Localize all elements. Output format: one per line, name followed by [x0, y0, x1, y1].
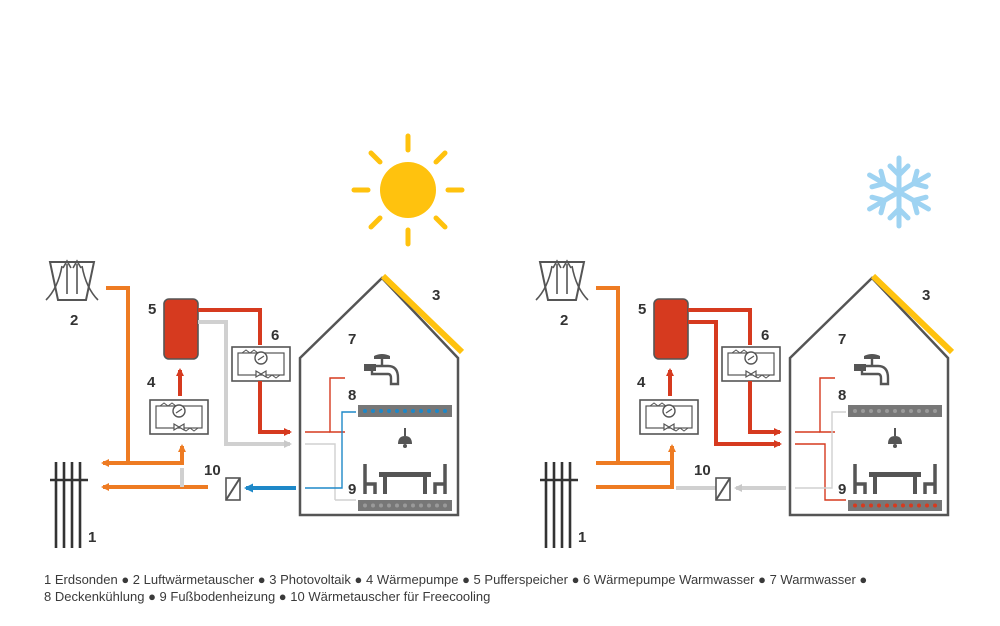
ground-probes-icon [538, 460, 580, 550]
ceiling-cooling-dots [363, 409, 447, 413]
dining-table-icon [853, 462, 937, 496]
label-8: 8 [348, 387, 356, 404]
label-2: 2 [560, 312, 568, 329]
ceiling-cooling-panel [358, 405, 452, 417]
buffer-tank [653, 298, 689, 360]
ground-probes-icon [48, 460, 90, 550]
heat-pump-icon [639, 399, 699, 435]
label-9: 9 [348, 481, 356, 498]
label-6: 6 [761, 327, 769, 344]
legend: 1 Erdsonden ● 2 Luftwärmetauscher ● 3 Ph… [44, 571, 974, 605]
legend-line-1: 1 Erdsonden ● 2 Luftwärmetauscher ● 3 Ph… [44, 572, 868, 587]
label-3: 3 [922, 287, 930, 304]
legend-line-2: 8 Deckenkühlung ● 9 Fußbodenheizung ● 10… [44, 589, 491, 604]
label-10: 10 [694, 462, 711, 479]
pv-panel [380, 273, 465, 355]
air-heat-exchanger-icon [45, 260, 99, 301]
snowflake-icon [867, 155, 931, 229]
ceiling-cooling-panel [848, 405, 942, 417]
freecooling-exchanger-icon [715, 477, 731, 501]
house-outline [788, 276, 950, 517]
lamp-icon [887, 427, 903, 449]
pv-panel [870, 273, 955, 355]
dining-table-icon [363, 462, 447, 496]
label-5: 5 [638, 301, 646, 318]
label-9: 9 [838, 481, 846, 498]
sun-icon [351, 133, 465, 247]
lamp-icon [397, 427, 413, 449]
hot-water-tap-icon [852, 352, 890, 386]
label-6: 6 [271, 327, 279, 344]
hot-water-tap-icon [362, 352, 400, 386]
label-8: 8 [838, 387, 846, 404]
freecooling-exchanger-icon [225, 477, 241, 501]
label-2: 2 [70, 312, 78, 329]
panel-winter: 1 2 3 4 5 6 7 8 9 10 [535, 155, 955, 550]
label-1: 1 [88, 529, 96, 546]
floor-heating-panel [358, 500, 452, 511]
label-5: 5 [148, 301, 156, 318]
heat-pump-icon [149, 399, 209, 435]
floor-heating-dots [853, 503, 937, 508]
label-4: 4 [637, 374, 646, 391]
air-heat-exchanger-icon [535, 260, 589, 301]
hot-water-heat-pump-icon [231, 346, 291, 382]
house-outline [298, 276, 460, 517]
hot-water-heat-pump-icon [721, 346, 781, 382]
buffer-tank [163, 298, 199, 360]
panel-summer: 1 2 3 4 5 6 7 8 9 10 [45, 133, 465, 550]
label-3: 3 [432, 287, 440, 304]
label-7: 7 [348, 331, 356, 348]
floor-heating-panel [848, 500, 942, 511]
label-4: 4 [147, 374, 156, 391]
label-1: 1 [578, 529, 586, 546]
label-7: 7 [838, 331, 846, 348]
label-10: 10 [204, 462, 221, 479]
